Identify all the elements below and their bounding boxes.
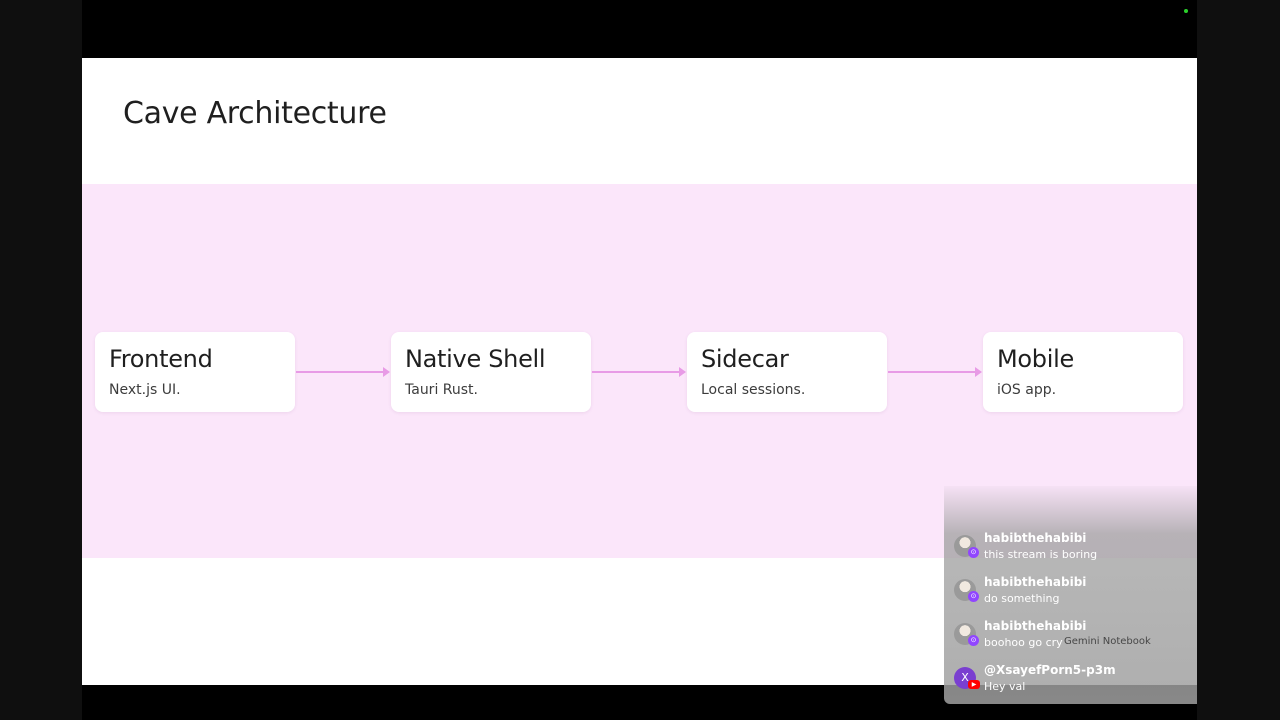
arrow-right-icon <box>888 367 982 377</box>
card-subtitle: iOS app. <box>997 382 1057 398</box>
chat-username: habibthehabibi <box>984 531 1087 545</box>
letterbox-left <box>0 0 82 720</box>
card-subtitle: Local sessions. <box>701 382 806 398</box>
card-frontend: Frontend Next.js UI. <box>95 332 295 412</box>
chat-username: habibthehabibi <box>984 619 1087 633</box>
twitch-badge-icon: ⊙ <box>968 547 979 558</box>
video-top-bar <box>82 0 1197 58</box>
chat-text: do something <box>984 592 1060 605</box>
card-native-shell: Native Shell Tauri Rust. <box>391 332 591 412</box>
chat-text: Hey val <box>984 680 1026 693</box>
chat-message: ⊙ habibthehabibi this stream is boring <box>954 531 1194 567</box>
chat-username: habibthehabibi <box>984 575 1087 589</box>
card-sidecar: Sidecar Local sessions. <box>687 332 887 412</box>
card-title: Native Shell <box>405 345 546 373</box>
arrow-right-icon <box>296 367 390 377</box>
card-mobile: Mobile iOS app. <box>983 332 1183 412</box>
card-subtitle: Next.js UI. <box>109 382 181 398</box>
twitch-badge-icon: ⊙ <box>968 635 979 646</box>
letterbox-right <box>1197 0 1280 720</box>
chat-message: ⊙ habibthehabibi boohoo go cry <box>954 619 1194 655</box>
chat-overlay: ⊙ habibthehabibi this stream is boring ⊙… <box>944 486 1197 704</box>
chat-message: ⊙ habibthehabibi do something <box>954 575 1194 611</box>
live-indicator-icon <box>1184 9 1188 13</box>
twitch-badge-icon: ⊙ <box>968 591 979 602</box>
slide-title: Cave Architecture <box>123 96 387 131</box>
chat-message: X ▶ @XsayefPorn5-p3m Hey val <box>954 663 1194 699</box>
youtube-badge-icon: ▶ <box>968 680 980 689</box>
window-label: Gemini Notebook <box>1064 636 1151 647</box>
arrow-right-icon <box>592 367 686 377</box>
chat-username: @XsayefPorn5-p3m <box>984 663 1116 677</box>
chat-text: boohoo go cry <box>984 636 1063 649</box>
card-title: Frontend <box>109 345 213 373</box>
card-subtitle: Tauri Rust. <box>405 382 478 398</box>
chat-text: this stream is boring <box>984 548 1098 561</box>
card-title: Sidecar <box>701 345 789 373</box>
card-title: Mobile <box>997 345 1074 373</box>
